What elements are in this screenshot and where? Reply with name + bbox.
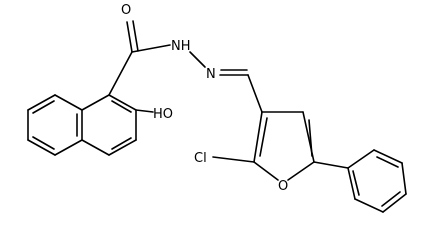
chemical-structure-diagram: O NH N HO Cl O bbox=[27, 3, 407, 213]
bond-double-inner bbox=[111, 100, 132, 113]
bond bbox=[54, 94, 83, 111]
bond-double-inner bbox=[32, 100, 55, 114]
bond bbox=[189, 51, 206, 68]
structure-canvas: O NH N HO Cl O bbox=[27, 3, 407, 213]
bond bbox=[27, 139, 56, 156]
atom-label-hydroxyl: HO bbox=[153, 107, 173, 122]
bond bbox=[108, 94, 137, 111]
atom-label-furan-oxygen: O bbox=[278, 179, 288, 194]
bond-double-inner bbox=[32, 136, 55, 150]
naphthalene-right-ring bbox=[81, 94, 137, 156]
bond bbox=[373, 149, 403, 164]
atom-label-chloro: Cl bbox=[194, 151, 207, 166]
bond bbox=[108, 139, 137, 156]
bond bbox=[81, 139, 110, 156]
bond bbox=[287, 161, 315, 181]
bond bbox=[27, 94, 56, 111]
bond-double-inner bbox=[308, 119, 313, 157]
bond bbox=[382, 193, 407, 213]
bond bbox=[354, 198, 384, 213]
bond bbox=[81, 94, 110, 111]
bond-double-inner bbox=[381, 191, 401, 207]
bond-double-inner bbox=[352, 170, 360, 196]
bond bbox=[313, 161, 349, 169]
phenyl-ring bbox=[313, 149, 407, 213]
bond-double-inner bbox=[259, 117, 268, 157]
bond-double-inner bbox=[111, 137, 132, 150]
naphthalene-left-ring bbox=[27, 94, 83, 156]
hydrazone-linkage bbox=[189, 51, 263, 113]
bond-carbonyl bbox=[126, 21, 133, 53]
bond bbox=[401, 162, 407, 195]
bond-to-hydroxyl bbox=[135, 109, 154, 113]
atom-label-oxygen-carbonyl: O bbox=[121, 3, 131, 18]
amide-group bbox=[108, 20, 171, 96]
atom-label-amide-nh: NH bbox=[171, 39, 191, 54]
bond bbox=[347, 167, 356, 200]
bond bbox=[131, 44, 171, 53]
bond bbox=[253, 111, 263, 163]
furan-ring bbox=[212, 111, 315, 181]
bond-carbonyl-double bbox=[132, 20, 139, 52]
bond bbox=[247, 74, 263, 113]
bond bbox=[253, 161, 279, 181]
bond-double-inner bbox=[376, 156, 399, 168]
bond bbox=[347, 149, 375, 169]
bond bbox=[108, 51, 133, 96]
bond-to-chloro bbox=[212, 156, 255, 163]
atom-label-hydrazone-n: N bbox=[206, 67, 216, 82]
bond bbox=[54, 139, 83, 156]
